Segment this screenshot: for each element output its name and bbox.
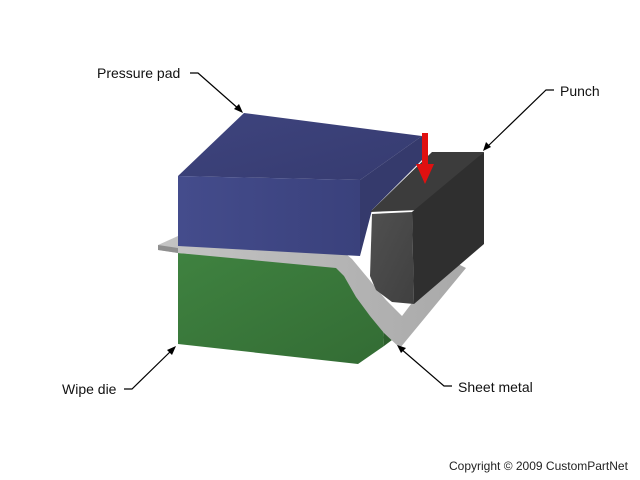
pressure-pad-side-face	[360, 136, 422, 256]
punch-front-face	[370, 212, 414, 304]
punch-label: Punch	[560, 83, 600, 99]
wipe-die-label: Wipe die	[62, 381, 117, 397]
wipe-die-front-face	[178, 253, 384, 364]
sheet-metal-edge	[158, 245, 178, 253]
punch-top-face	[370, 152, 484, 212]
punch-arrowhead	[483, 142, 491, 151]
leader-lines	[124, 72, 554, 390]
punch-leader	[485, 89, 554, 149]
sheet-metal	[158, 236, 466, 348]
pressure-pad-arrowhead	[234, 104, 243, 113]
force-arrow-head	[416, 164, 434, 184]
sheet-metal-top-surface	[158, 236, 466, 348]
pressure-pad	[178, 113, 422, 256]
wipe-die-leader	[124, 348, 174, 390]
pressure-pad-label: Pressure pad	[97, 65, 181, 81]
sheet-metal-label: Sheet metal	[458, 379, 533, 395]
leader-arrowheads	[167, 104, 491, 355]
punch-side-face	[412, 152, 484, 304]
pressure-pad-top-face	[178, 113, 422, 180]
punch	[370, 152, 484, 304]
sheet-metal-leader	[399, 347, 452, 387]
copyright-notice: Copyright © 2009 CustomPartNet	[449, 459, 628, 473]
force-arrow-shaft	[422, 133, 428, 167]
force-arrow-icon	[416, 133, 434, 184]
pressure-pad-front-face	[178, 176, 360, 256]
pressure-pad-leader	[190, 72, 241, 111]
sheet-metal-arrowhead	[397, 345, 406, 353]
wipe-die-arrowhead	[167, 346, 176, 355]
